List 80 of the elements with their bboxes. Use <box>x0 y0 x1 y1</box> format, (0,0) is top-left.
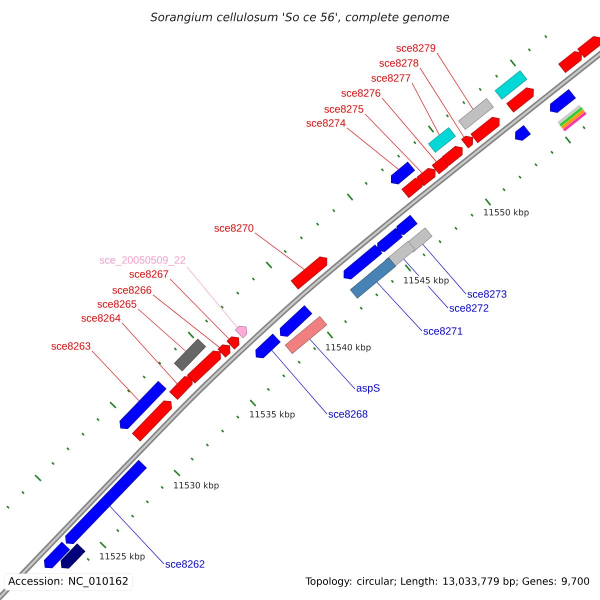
leader-line <box>254 232 305 270</box>
gene-label: sce8266 <box>112 286 152 294</box>
gene-label: sce8274 <box>306 119 346 127</box>
accession-label: Accession: NC_010162 <box>4 574 133 590</box>
gene-block <box>120 381 166 429</box>
leader-line <box>110 506 164 564</box>
gene-block <box>550 89 576 113</box>
gene-box <box>428 127 456 153</box>
leader-line <box>310 338 356 390</box>
gene-block <box>442 146 463 166</box>
gene-block <box>461 136 473 148</box>
gene-block <box>60 544 86 568</box>
gene-label: sce8270 <box>214 224 254 232</box>
leader-line <box>271 350 328 414</box>
leader-line <box>152 294 220 348</box>
gene-label: sce8277 <box>371 74 410 82</box>
gene-label: sce8272 <box>450 304 488 312</box>
scale-label: 11535 kbp <box>248 410 296 420</box>
scale-label: 11525 kbp <box>98 552 146 562</box>
gene-block <box>169 376 193 400</box>
gene-label: sce_20050509_22 <box>100 256 186 266</box>
gene-block <box>402 178 422 198</box>
gene-block <box>558 51 582 73</box>
gene-block <box>391 162 415 184</box>
gene-block <box>132 400 172 442</box>
genome-info: Topology: circular; Length: 13,033,779 bp; Genes: 9,700 <box>306 577 590 587</box>
gene-block <box>290 256 328 290</box>
gene-label: sce8276 <box>341 89 380 97</box>
gene-label: sce8262 <box>166 560 204 568</box>
gene-block <box>396 214 418 236</box>
title: Sorangium cellulosum 'So ce 56', complete genome <box>150 12 450 24</box>
scale-label: 11540 kbp <box>324 342 372 354</box>
gene-block <box>470 116 500 144</box>
gene-block <box>235 326 247 338</box>
leader-line <box>364 114 422 174</box>
gene-label: sce8265 <box>97 300 136 308</box>
gene-label: sce8279 <box>396 44 436 52</box>
leader-line <box>382 98 437 162</box>
gene-label: sce8275 <box>324 105 364 113</box>
leader-line <box>376 282 422 332</box>
gene-block <box>515 125 531 141</box>
leader-line <box>412 82 440 136</box>
gene-label: sce8273 <box>468 290 506 298</box>
leader-line <box>138 308 186 352</box>
gene-block <box>416 168 436 186</box>
leader-line <box>422 244 466 294</box>
leader-line <box>92 350 140 402</box>
gene-block <box>280 305 312 337</box>
gene-block <box>432 158 448 174</box>
leader-line <box>170 278 230 340</box>
scale-label: 11550 kbp <box>482 208 530 218</box>
gene-block <box>65 460 147 544</box>
gene-label: sce8263 <box>51 342 90 350</box>
gene-label: sce8271 <box>424 327 462 335</box>
gene-label: sce8264 <box>81 314 120 322</box>
gene-box <box>174 338 206 372</box>
leader-line <box>186 266 238 328</box>
gene-block <box>377 228 403 252</box>
gene-label: aspS <box>356 384 380 394</box>
gene-block <box>577 36 600 58</box>
gene-label: sce8268 <box>328 410 368 418</box>
gene-block <box>44 542 70 568</box>
gene-block <box>344 244 382 280</box>
gene-box <box>284 316 328 354</box>
gene-block <box>506 88 534 112</box>
leader-line <box>420 68 464 138</box>
leader-line <box>346 128 399 170</box>
scale-label: 11530 kbp <box>172 480 220 492</box>
gene-block <box>226 336 240 350</box>
scale-label: 11545 kbp <box>402 276 450 286</box>
gene-block <box>187 350 221 384</box>
gene-block <box>218 344 230 358</box>
gene-label: sce8278 <box>379 59 418 67</box>
gene-box <box>350 258 396 298</box>
gene-box <box>494 70 528 100</box>
leader-line <box>122 322 178 384</box>
gene-box <box>458 98 494 130</box>
leader-line <box>436 52 474 110</box>
gene-block <box>255 334 281 358</box>
gene-label: sce8267 <box>129 270 168 278</box>
